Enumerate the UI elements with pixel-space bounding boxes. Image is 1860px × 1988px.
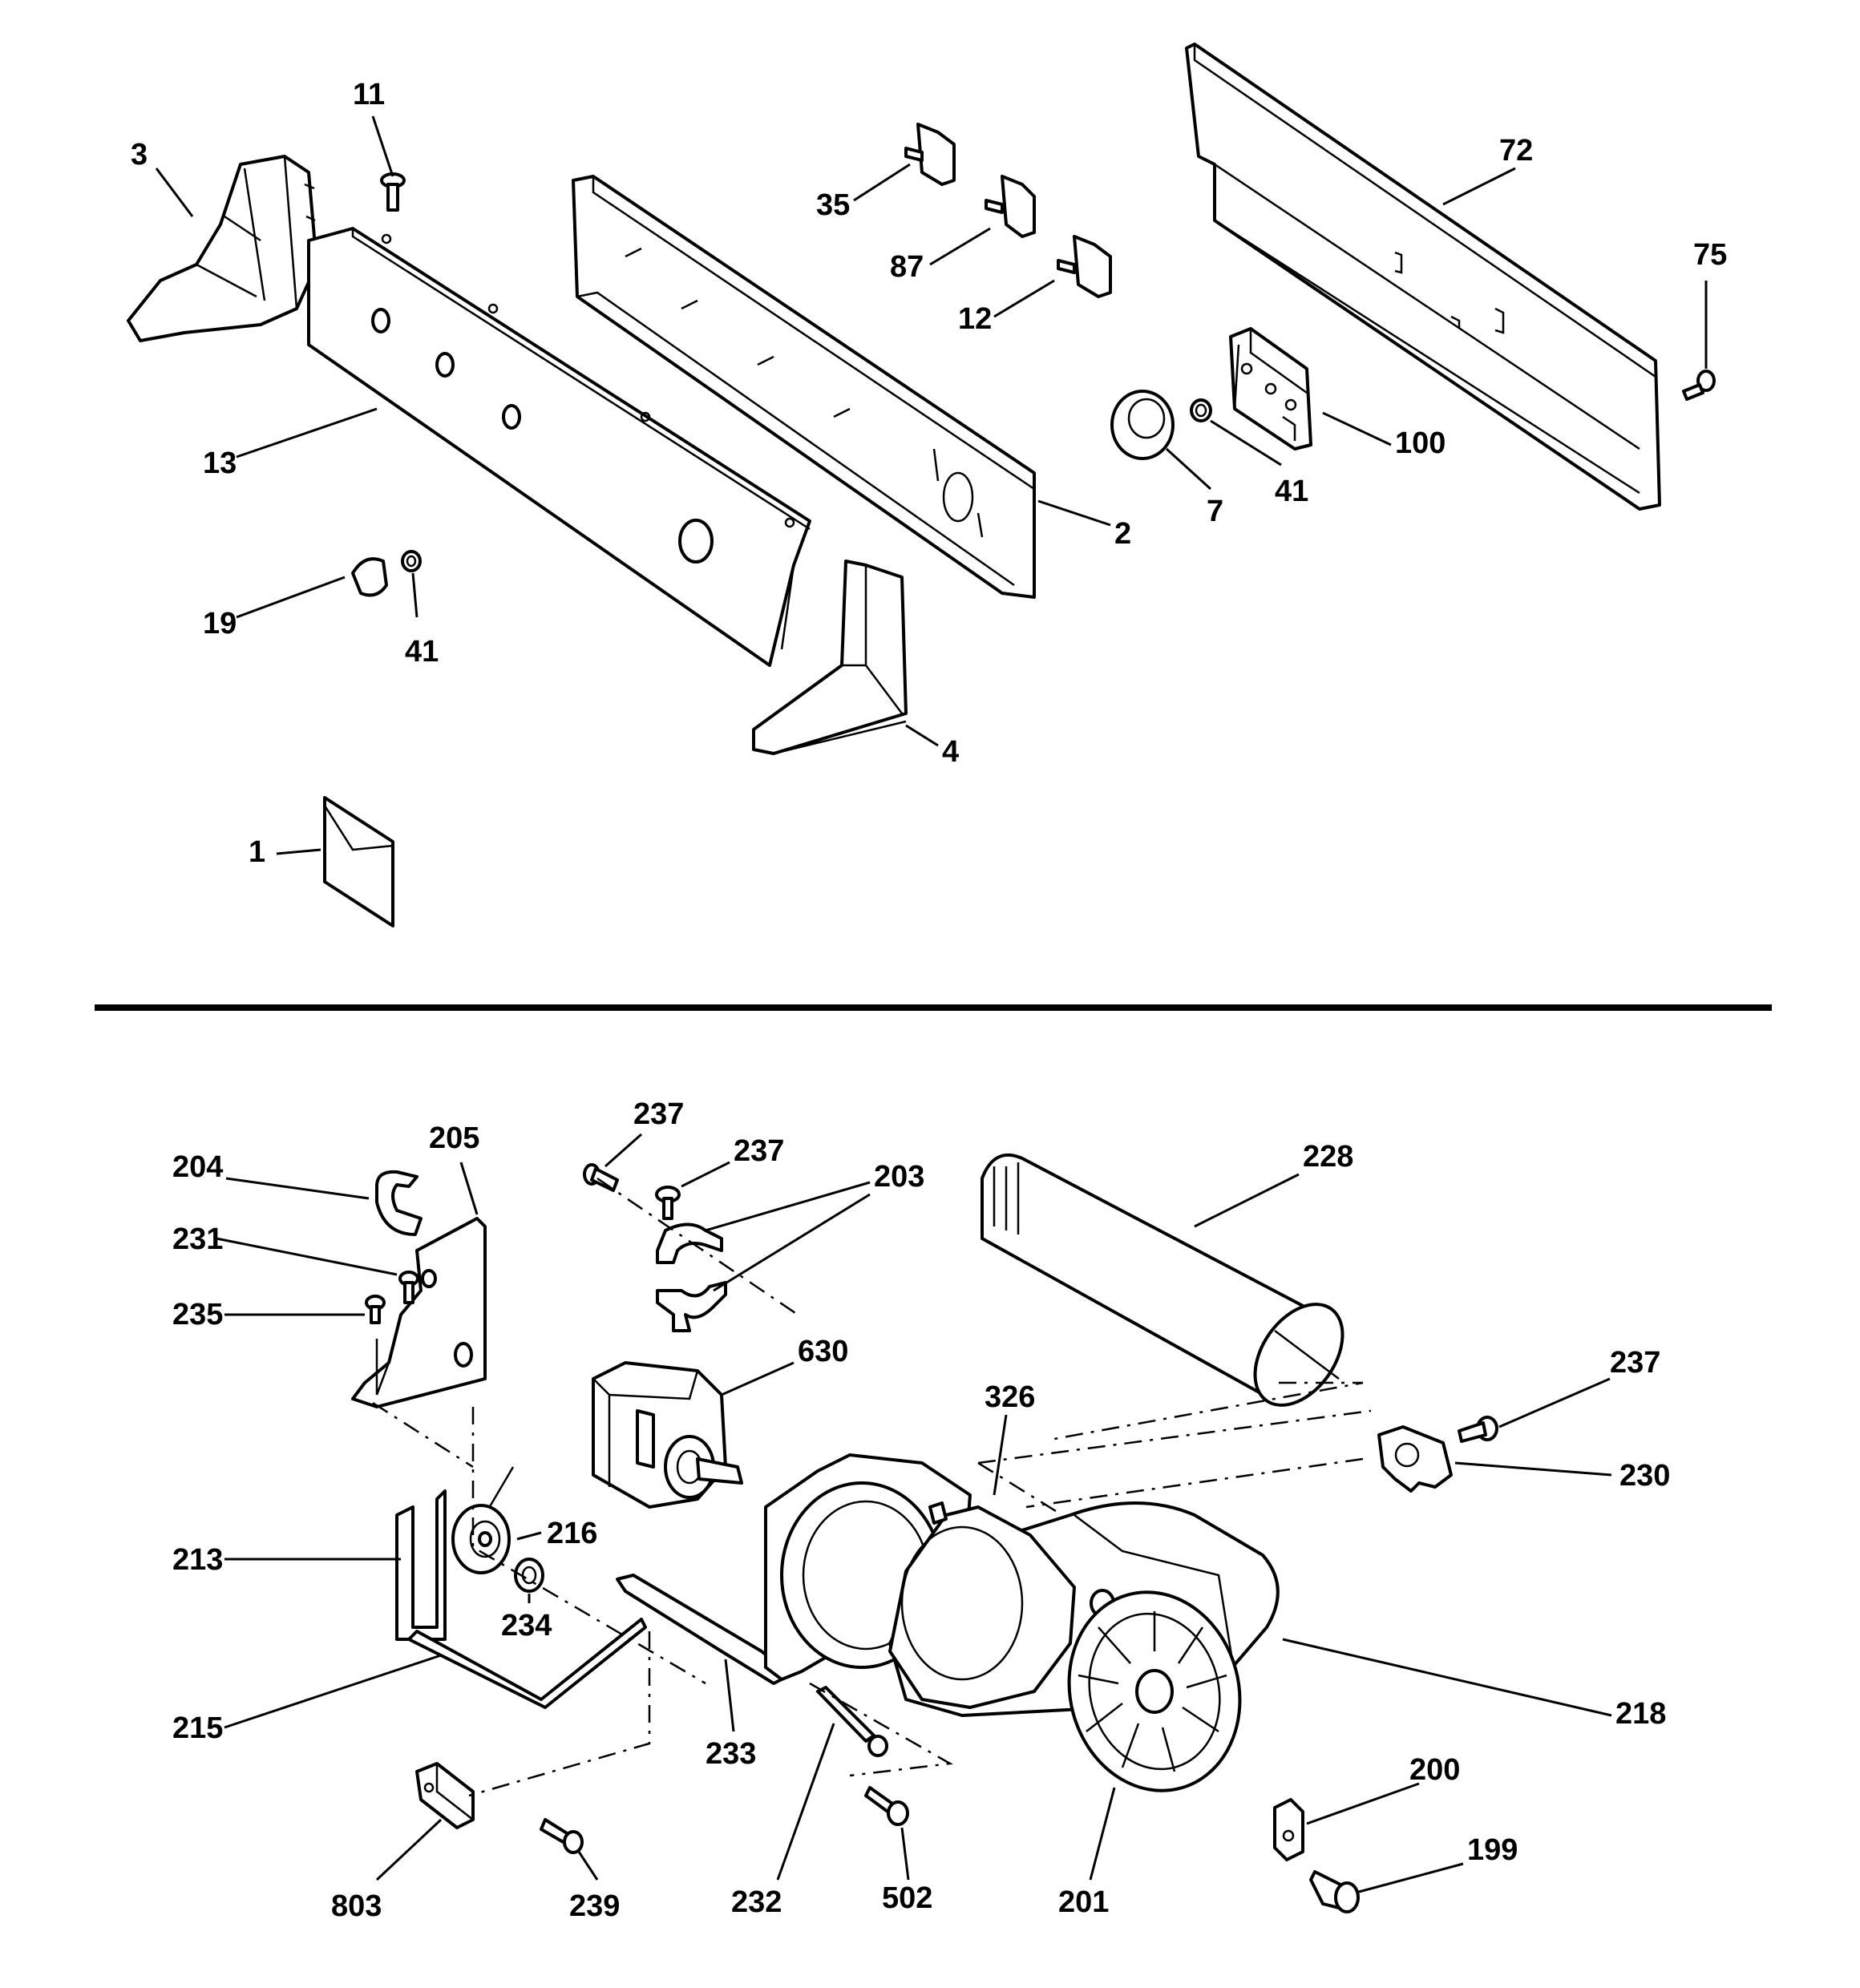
part-3-end-cap: [127, 155, 318, 342]
top-callout-labels: 11 3 35 87 12 72 75 13 100 41 7 2 19 41 …: [131, 78, 1727, 869]
callout-205: 205: [429, 1121, 479, 1155]
part-502-screw: [864, 1786, 909, 1826]
part-230-bearing-bracket: [1377, 1425, 1453, 1493]
callout-630: 630: [798, 1335, 848, 1368]
callout-218: 218: [1615, 1697, 1666, 1731]
part-235-screw: [365, 1295, 386, 1324]
callout-203: 203: [874, 1160, 924, 1194]
callout-326: 326: [985, 1380, 1035, 1414]
part-4-end-cap: [752, 560, 908, 755]
callout-100: 100: [1395, 426, 1446, 460]
section-divider: [95, 1004, 1772, 1011]
part-72-backsplash: [1185, 42, 1661, 511]
part-232-bolt: [816, 1686, 888, 1757]
callout-87: 87: [890, 250, 924, 284]
part-201-blower-wheel: [1067, 1590, 1242, 1792]
callout-204: 204: [172, 1150, 223, 1184]
callout-502: 502: [882, 1881, 932, 1915]
part-203-motor-clamp-upper: [656, 1222, 723, 1264]
part-204-clip: [375, 1170, 423, 1236]
callout-239: 239: [569, 1889, 620, 1923]
part-199-screw: [1309, 1870, 1360, 1913]
callout-201: 201: [1058, 1885, 1109, 1919]
callout-230: 230: [1619, 1459, 1670, 1493]
part-237-screw-a: [583, 1163, 619, 1192]
callout-41-right: 41: [1275, 475, 1308, 508]
part-203-motor-clamp-lower: [656, 1281, 727, 1332]
part-100-timer: [1229, 327, 1312, 451]
part-19-knob: [351, 557, 388, 597]
callout-4: 4: [942, 735, 959, 769]
callout-231: 231: [172, 1222, 223, 1256]
part-237-screw-c: [1458, 1416, 1498, 1443]
part-41-bushing-right: [1190, 398, 1212, 422]
callout-13: 13: [203, 446, 237, 480]
part-1-literature: [323, 796, 394, 927]
part-205-motor-bracket: [351, 1217, 487, 1408]
callout-216: 216: [547, 1517, 597, 1550]
part-75-screw: [1682, 370, 1716, 401]
part-2-back-bracket: [572, 175, 1036, 599]
callout-215: 215: [172, 1711, 223, 1745]
part-12-switch: [1057, 235, 1112, 298]
part-228-exhaust-duct: [981, 1154, 1344, 1407]
callout-19: 19: [203, 607, 237, 640]
callout-11: 11: [353, 78, 385, 111]
part-41-bushing-left: [401, 550, 422, 572]
bottom-leader-lines: [216, 1133, 1612, 1893]
top-leader-lines: [155, 115, 1708, 855]
part-200-clip: [1273, 1798, 1304, 1861]
part-11-screw: [380, 172, 406, 212]
callout-3: 3: [131, 138, 148, 172]
part-35-switch: [904, 123, 956, 186]
callout-237-c: 237: [1610, 1346, 1660, 1380]
callout-72: 72: [1499, 134, 1533, 168]
part-630-motor: [592, 1361, 743, 1509]
callout-200: 200: [1409, 1753, 1460, 1787]
callout-35: 35: [816, 188, 850, 222]
callout-803: 803: [331, 1889, 382, 1923]
callout-199: 199: [1467, 1833, 1518, 1867]
part-215-spring: [407, 1618, 647, 1709]
callout-232: 232: [731, 1885, 782, 1919]
callout-228: 228: [1303, 1140, 1353, 1174]
callout-75: 75: [1693, 238, 1727, 272]
callout-234: 234: [501, 1609, 552, 1643]
callout-235: 235: [172, 1298, 223, 1331]
part-237-screw-b: [655, 1186, 681, 1220]
callout-237-a: 237: [633, 1097, 684, 1131]
part-803-switch: [415, 1762, 475, 1829]
callout-41-left: 41: [405, 635, 439, 669]
bottom-callout-labels: 237 237 203 228 205 204 231 235 630 326 …: [172, 1097, 1670, 1923]
callout-12: 12: [958, 302, 992, 336]
callout-233: 233: [706, 1737, 756, 1771]
part-216-idler-pulley: [451, 1504, 511, 1574]
part-7-timer-knob: [1110, 390, 1175, 460]
part-231-screw: [398, 1271, 419, 1304]
callout-1: 1: [249, 835, 265, 869]
alignment-lines: [372, 1177, 1372, 1797]
part-13-front-panel: [307, 227, 811, 667]
part-87-switch: [985, 175, 1036, 238]
callout-213: 213: [172, 1543, 223, 1577]
part-239-screw: [540, 1818, 584, 1854]
callout-2: 2: [1114, 517, 1131, 551]
callout-237-b: 237: [734, 1134, 784, 1168]
callout-7: 7: [1207, 495, 1223, 528]
